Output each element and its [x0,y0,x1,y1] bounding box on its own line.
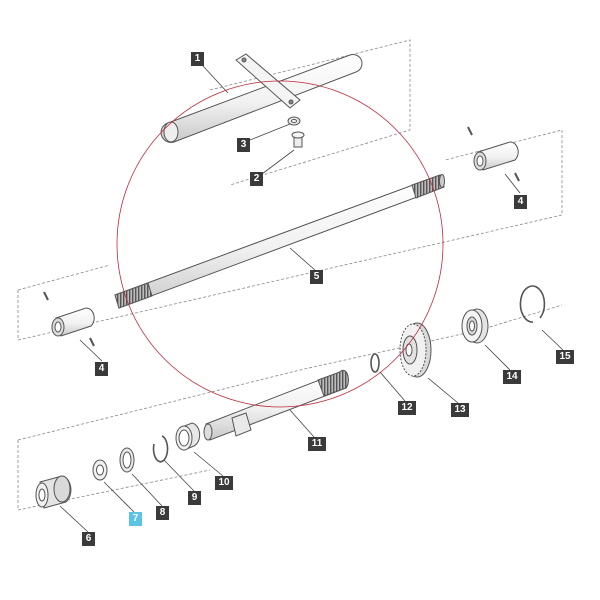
callout-7[interactable]: 7 [129,512,142,526]
dashed-frame-upper [209,39,411,186]
callout-14[interactable]: 14 [503,370,521,384]
part-3-washer [287,116,301,126]
part-7-washer [92,459,108,481]
part-5-main-shaft [114,174,445,309]
callout-4-right[interactable]: 4 [514,195,527,209]
leader-lines [59,65,564,533]
dashed-frame-lower [17,304,563,511]
callout-4-left[interactable]: 4 [95,362,108,376]
part-15-snap-ring [519,285,546,323]
part-12-ring [370,353,380,373]
part-13-gear [399,322,432,378]
callout-1[interactable]: 1 [191,52,204,66]
part-6-hub [35,475,72,509]
dashed-frame-middle [17,129,563,341]
part-1-tube [160,54,363,143]
highlight-circle [116,80,444,408]
callout-5[interactable]: 5 [310,270,323,284]
callout-13[interactable]: 13 [451,403,469,417]
callout-11[interactable]: 11 [308,437,326,451]
callout-6[interactable]: 6 [82,532,95,546]
part-4-coupler-right [467,126,520,182]
part-4-coupler-left [43,291,95,347]
callout-15[interactable]: 15 [556,350,574,364]
callout-2[interactable]: 2 [250,172,263,186]
callout-12[interactable]: 12 [398,401,416,415]
callout-3[interactable]: 3 [237,138,250,152]
part-8-ring [119,447,135,473]
part-2-pin [291,131,305,148]
part-14-bearing [461,308,489,344]
callout-8[interactable]: 8 [156,506,169,520]
part-10-bushing [175,422,201,451]
part-1-bracket [235,53,301,109]
callout-10[interactable]: 10 [215,476,233,490]
callout-9[interactable]: 9 [188,491,201,505]
part-11-output-shaft [203,369,349,441]
part-9-clip [152,435,169,463]
